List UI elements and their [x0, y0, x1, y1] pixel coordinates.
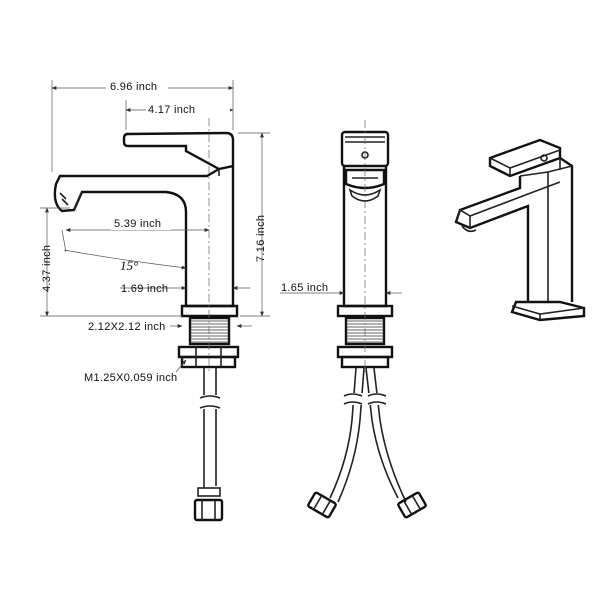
persp-handle	[488, 138, 562, 178]
supply-hose	[203, 368, 217, 488]
label-total-height: 7.16 inch	[255, 215, 267, 262]
mounting-washer	[180, 355, 237, 369]
label-spout-angle: 15°	[120, 258, 138, 273]
perspective-view	[454, 138, 586, 322]
label-outlet-height: 4.37 inch	[41, 245, 53, 292]
hose-fitting	[193, 498, 224, 522]
mounting-nut	[177, 345, 240, 359]
side-view: 6.96 inch 4.17 inch 5.39 inch 15° 4.37 i…	[40, 79, 270, 522]
persp-body-edge	[559, 157, 574, 302]
angle-arc	[63, 249, 187, 270]
aerator-lines	[59, 192, 69, 206]
hose-ferrule	[197, 487, 221, 497]
label-body-depth-front: 1.65 inch	[281, 282, 328, 294]
label-thread: M1.25X0.059 inch	[84, 372, 177, 384]
hose-break	[196, 395, 224, 409]
persp-spout	[454, 176, 530, 302]
hose-left	[329, 367, 365, 503]
label-overall-length: 6.96 inch	[110, 81, 157, 93]
label-body-depth-side: 1.69 inch	[121, 283, 168, 295]
persp-aerator	[461, 225, 477, 233]
fitting-left	[307, 491, 337, 519]
front-spout	[344, 168, 386, 190]
shank-threads	[190, 320, 229, 343]
base-plate	[180, 304, 239, 318]
leader-thread	[175, 359, 187, 373]
front-view: 1.65 inch	[280, 120, 427, 519]
front-hose-breaks	[343, 393, 387, 405]
label-spout-reach: 5.39 inch	[114, 218, 161, 230]
label-spout-to-body: 4.17 inch	[148, 104, 195, 116]
front-aerator	[348, 188, 382, 202]
spout-tip-edge	[73, 191, 83, 211]
threaded-shank	[188, 316, 231, 346]
label-base-size: 2.12X2.12 inch	[88, 321, 166, 333]
persp-base	[510, 300, 586, 322]
handle-lever	[122, 131, 235, 171]
hose-break-lines	[199, 395, 221, 409]
hose-right	[365, 367, 407, 503]
fitting-right	[397, 491, 427, 519]
